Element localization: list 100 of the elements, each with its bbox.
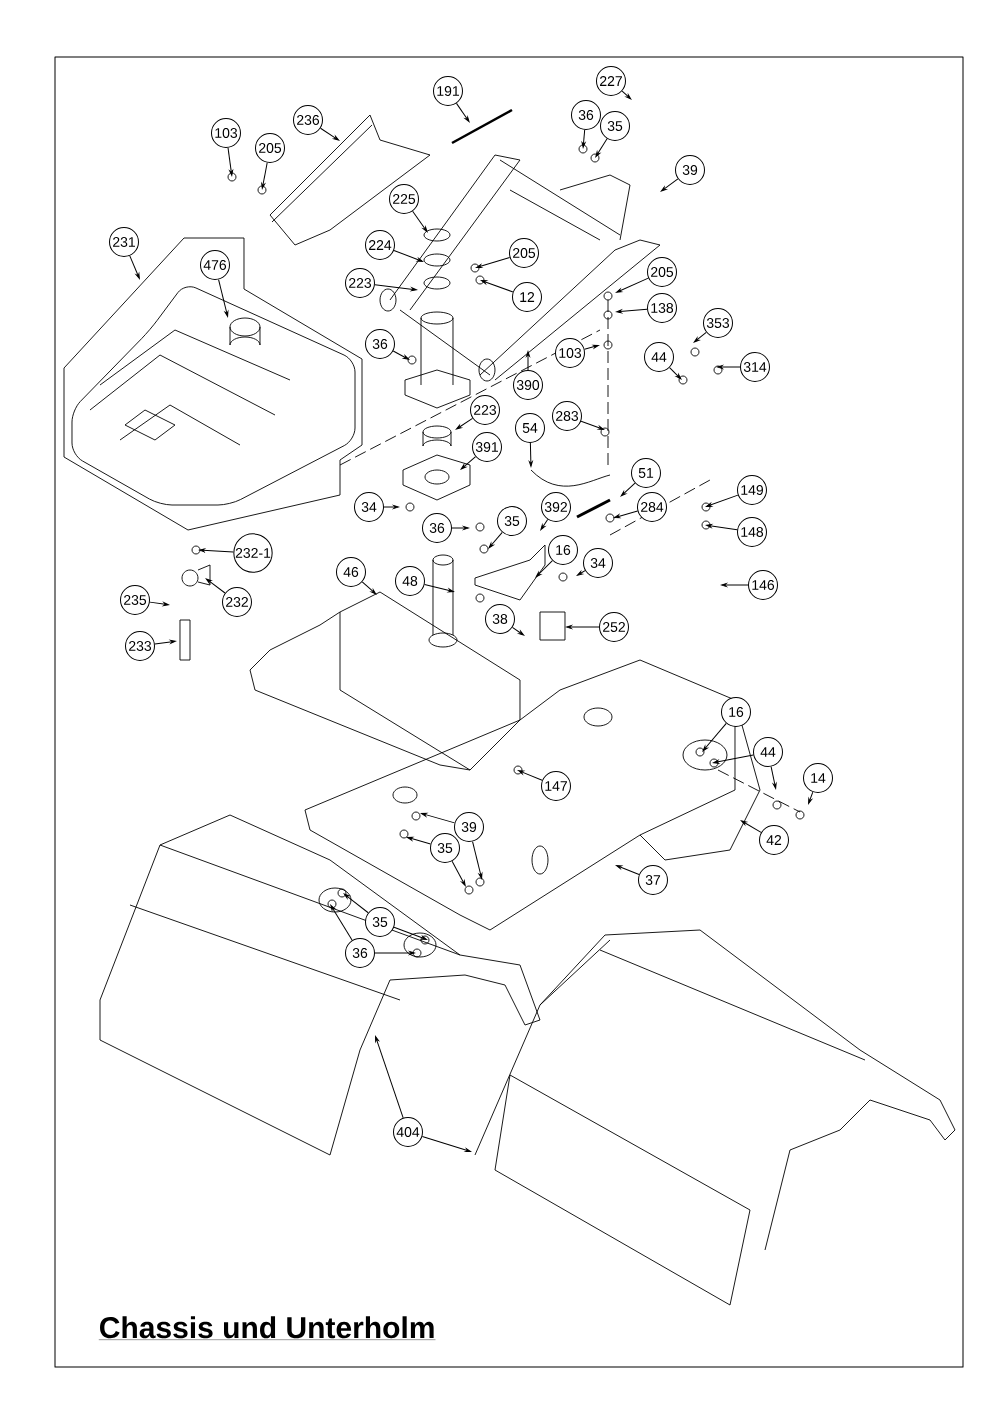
callout-number: 314 — [740, 352, 770, 382]
callout-number: 12 — [512, 282, 542, 312]
callout-number: 283 — [552, 401, 582, 431]
leader-line — [481, 280, 514, 293]
leader-line — [581, 129, 586, 148]
leader-line — [717, 365, 741, 369]
callout-number: 476 — [200, 250, 230, 280]
leader-line — [616, 865, 640, 875]
callout-number: 138 — [647, 293, 677, 323]
callout-number: 392 — [541, 492, 571, 522]
callout-number: 39 — [454, 812, 484, 842]
leader-line — [393, 249, 423, 262]
leader-line — [620, 482, 636, 497]
callout-number: 54 — [515, 413, 545, 443]
callout-number: 51 — [631, 458, 661, 488]
callout-number: 233 — [125, 631, 155, 661]
callout-number: 36 — [422, 513, 452, 543]
leader-line — [580, 420, 604, 430]
leader-line — [584, 344, 599, 350]
callout-number: 35 — [365, 907, 395, 937]
leader-line — [320, 127, 340, 141]
leader-line — [205, 578, 226, 594]
leader-line — [713, 754, 754, 764]
leader-line — [149, 601, 169, 607]
callout-number: 205 — [255, 133, 285, 163]
callout-number: 48 — [395, 566, 425, 596]
leader-line — [740, 820, 762, 833]
leader-line — [218, 279, 229, 317]
callout-number: 34 — [354, 492, 384, 522]
callout-number: 191 — [433, 76, 463, 106]
callout-number: 38 — [485, 604, 515, 634]
callout-number: 16 — [548, 535, 578, 565]
leader-line — [129, 255, 140, 279]
leader-line — [518, 770, 543, 781]
leader-line — [361, 581, 377, 595]
leader-line — [451, 860, 466, 887]
leader-line — [616, 308, 648, 314]
leader-line — [566, 625, 600, 629]
leader-line — [374, 284, 417, 292]
leader-line — [451, 526, 469, 530]
leader-line — [407, 836, 432, 845]
callout-number: 232 — [222, 587, 252, 617]
leader-line — [472, 841, 483, 879]
leader-line — [621, 90, 632, 100]
callout-number: 391 — [472, 432, 502, 462]
callout-number: 236 — [293, 105, 323, 135]
leader-line — [770, 766, 777, 789]
leader-line — [669, 367, 682, 380]
leader-line — [374, 951, 415, 955]
callout-number: 103 — [211, 118, 241, 148]
leader-line — [540, 519, 549, 531]
callout-number: 35 — [600, 111, 630, 141]
callout-number: 44 — [753, 737, 783, 767]
callout-number: 35 — [497, 506, 527, 536]
leader-line — [392, 350, 409, 360]
leader-line — [154, 639, 176, 645]
leader-line — [476, 256, 511, 269]
callout-number: 225 — [389, 184, 419, 214]
callout-number: 42 — [759, 825, 789, 855]
callout-number: 231 — [109, 227, 139, 257]
callout-number: 232-1 — [233, 533, 273, 573]
leader-line — [199, 548, 234, 553]
leader-line — [526, 351, 530, 371]
leader-line — [383, 505, 399, 509]
leader-line — [375, 1036, 404, 1119]
leader-line — [528, 442, 533, 467]
leader-line — [706, 524, 738, 531]
leader-line — [330, 904, 353, 941]
callout-number: 284 — [637, 492, 667, 522]
leader-line — [412, 210, 428, 233]
leader-line — [702, 722, 727, 752]
leader-line — [721, 583, 749, 587]
leader-line — [595, 138, 608, 158]
callout-number: 205 — [647, 257, 677, 287]
leader-line — [706, 494, 739, 507]
callout-number: 146 — [748, 570, 778, 600]
callout-number: 390 — [513, 370, 543, 400]
callout-number: 223 — [470, 395, 500, 425]
leader-line — [456, 102, 470, 123]
leader-line — [455, 417, 473, 430]
leader-line — [488, 531, 503, 549]
leader-line — [393, 926, 427, 940]
leader-line — [227, 147, 234, 176]
callout-number: 252 — [599, 612, 629, 642]
callout-number: 36 — [365, 329, 395, 359]
callout-number: 46 — [336, 557, 366, 587]
callout-number: 16 — [721, 697, 751, 727]
leader-line — [693, 331, 707, 343]
callout-number: 224 — [365, 230, 395, 260]
leader-line — [614, 510, 639, 519]
callout-number: 147 — [541, 771, 571, 801]
leader-line — [511, 626, 525, 636]
callout-number: 37 — [638, 865, 668, 895]
callout-number: 235 — [120, 585, 150, 615]
leader-line — [421, 812, 456, 824]
callout-number: 34 — [583, 548, 613, 578]
leader-line — [808, 791, 814, 804]
callout-number: 149 — [737, 475, 767, 505]
callout-number: 44 — [644, 342, 674, 372]
callout-number: 404 — [393, 1117, 423, 1147]
